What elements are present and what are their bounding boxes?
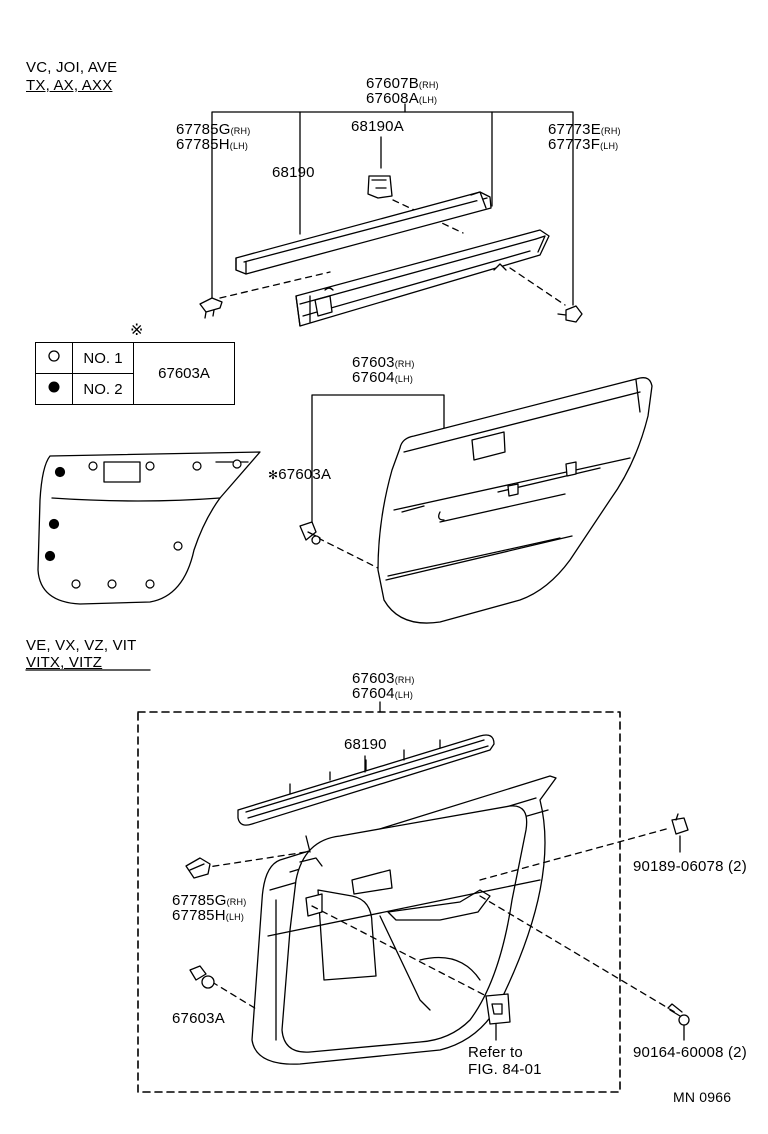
bottom-leaders: [201, 827, 685, 1041]
hole-no2-marker: [54, 466, 66, 478]
hole-no1-marker: [232, 459, 242, 469]
models-bottom-line2: VITX, VITZ: [26, 654, 103, 671]
legend-mark: ※: [130, 322, 144, 339]
label-67608a: 67608A(LH): [366, 90, 438, 107]
legend-row2: NO. 2: [72, 373, 134, 405]
label-67604-mid: 67604(LH): [352, 369, 414, 386]
label-67773e: 67773E(RH): [548, 121, 621, 138]
label-67785g-top: 67785G(RH): [176, 121, 251, 138]
hole-no1-marker: [88, 461, 98, 471]
legend-part: 67603A: [133, 342, 235, 405]
trim-panel-67607b: [295, 229, 550, 327]
label-67603-bottom: 67603(RH): [352, 670, 415, 687]
label-67603-mid: 67603(RH): [352, 354, 415, 371]
hole-no1-marker: [145, 579, 155, 589]
legend-row1: NO. 1: [72, 342, 134, 374]
mid-leaders: [311, 394, 445, 571]
hole-no1-marker: [173, 541, 183, 551]
hole-no2-marker: [48, 518, 60, 530]
label-90189: 90189-06078 (2): [633, 858, 747, 875]
hole-no1-marker: [192, 461, 202, 471]
models-bottom-line1: VE, VX, VZ, VIT: [26, 637, 137, 654]
clip-67603a-bottom: [189, 965, 215, 989]
label-67603a-mid: ✻67603A: [268, 466, 332, 483]
handle-bezel: [485, 993, 511, 1025]
weatherstrip-68190-top: [235, 191, 492, 275]
refer-fig-label: FIG. 84-01: [468, 1061, 542, 1078]
label-68190-bottom: 68190: [344, 736, 387, 753]
label-67603a-bottom: 67603A: [172, 1010, 225, 1027]
label-67785h-bottom: 67785H(LH): [172, 907, 245, 924]
hole-no2-marker: [44, 550, 56, 562]
models-top-line1: VC, JOI, AVE: [26, 59, 118, 76]
assembly-dashed-box: [137, 711, 621, 1093]
hole-no1-marker: [107, 579, 117, 589]
weatherstrip-68190-bottom: [237, 734, 495, 826]
label-68190a: 68190A: [351, 118, 404, 135]
label-67785h-top: 67785H(LH): [176, 136, 249, 153]
models-top-line2: TX, AX, AXX: [26, 77, 113, 94]
legend-open-circle: [35, 342, 73, 374]
hole-legend-table: NO. 1 67603A NO. 2: [35, 342, 235, 405]
fastener-67785g-bottom: [185, 857, 211, 879]
clip-68190a: [367, 175, 393, 199]
screw-90164: [667, 1003, 690, 1026]
label-67607b: 67607B(RH): [366, 75, 439, 92]
fastener-67785g-top: [199, 297, 223, 319]
door-trim-panel-mid: [377, 377, 653, 624]
clip-67773e: [557, 305, 583, 323]
screw-90189: [671, 813, 689, 835]
refer-to-label: Refer to: [468, 1044, 523, 1061]
label-90164: 90164-60008 (2): [633, 1044, 747, 1061]
hole-no1-marker: [145, 461, 155, 471]
label-67773f: 67773F(LH): [548, 136, 619, 153]
label-67604-bottom: 67604(LH): [352, 685, 414, 702]
legend-filled-circle: [35, 373, 73, 405]
label-68190-top: 68190: [272, 164, 315, 181]
hole-no1-marker: [71, 579, 81, 589]
clip-67603a-mid: [299, 521, 321, 545]
label-67785g-bottom: 67785G(RH): [172, 892, 247, 909]
panel-hole-chart: [37, 451, 261, 605]
drawing-code: MN 0966: [673, 1089, 732, 1105]
hole-markers: [44, 459, 242, 589]
